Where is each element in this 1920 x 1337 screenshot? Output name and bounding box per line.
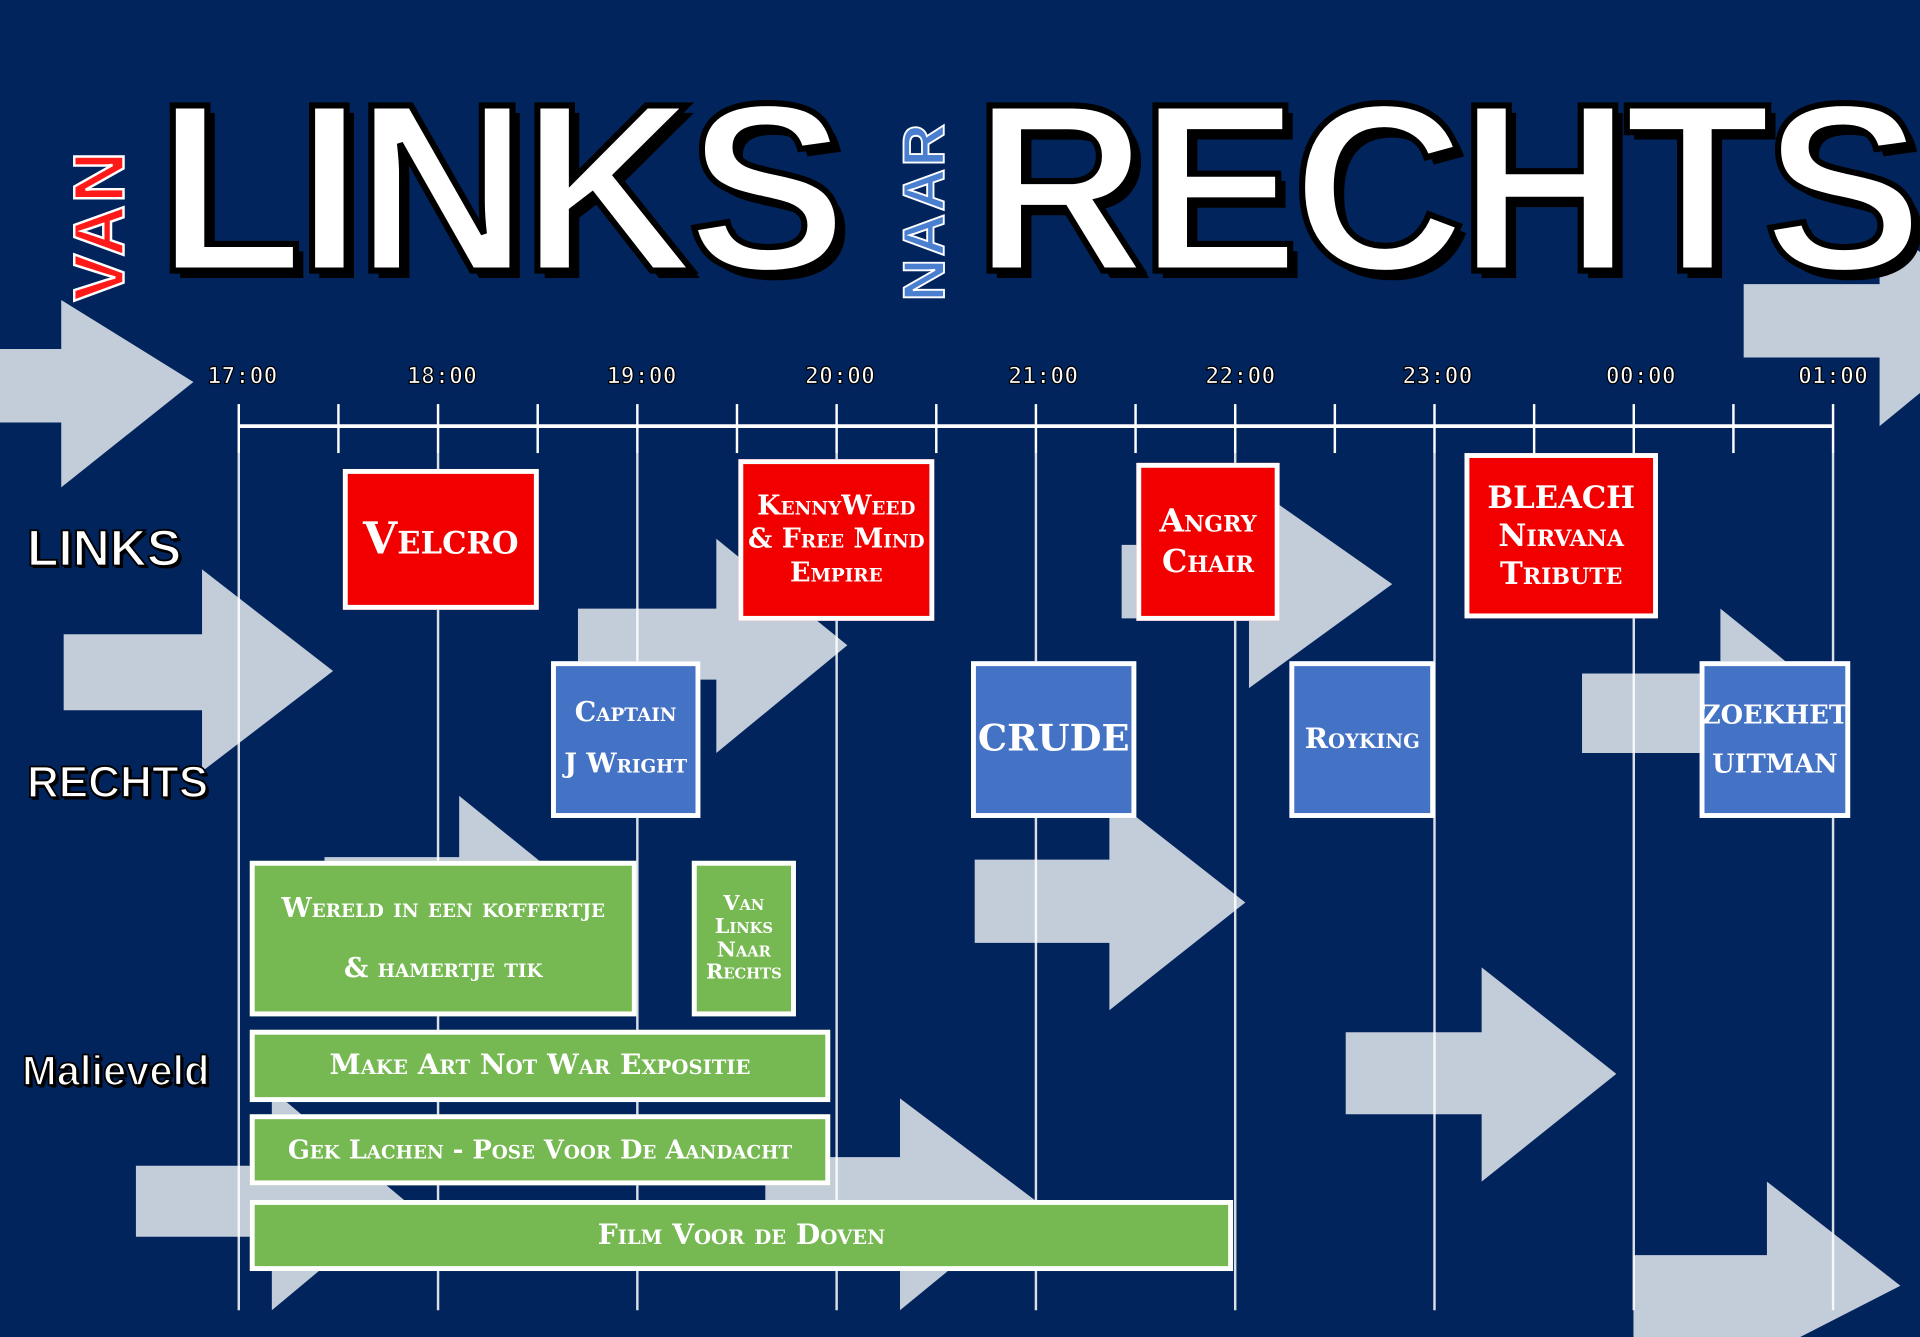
title-links: LINKS [154, 53, 851, 323]
hour-label: 00:00 [1605, 362, 1676, 390]
hour-label: 17:00 [207, 362, 278, 390]
event-line: Links [714, 914, 774, 939]
arrow-shape [0, 300, 194, 488]
hour-label: 23:00 [1402, 362, 1473, 390]
event-line: CRUDE [977, 717, 1130, 761]
hour-label: 01:00 [1797, 362, 1869, 390]
event-line: & hamertje tik [343, 952, 543, 984]
hour-label: 22:00 [1205, 362, 1276, 390]
event-line: Captain [574, 696, 677, 729]
event-royking: Royking [1289, 661, 1436, 818]
title-van: VAN [59, 148, 141, 302]
event-line: Angry [1159, 503, 1257, 541]
event-line: Film Voor de Doven [597, 1217, 886, 1251]
event-line: Gek Lachen - Pose Voor De Aandacht [287, 1133, 793, 1165]
event-wereld-in-een-koffertje: Wereld in een koffertje & hamertje tik [249, 860, 637, 1017]
event-captain-j-wright: Captain J Wright [551, 661, 701, 818]
event-film-voor-de-doven: Film Voor de Doven [249, 1200, 1234, 1272]
event-make-art-not-war: Make Art Not War Expositie [249, 1029, 831, 1103]
event-crude: CRUDE [971, 661, 1137, 818]
event-velcro: Velcro [342, 468, 539, 610]
arrow-shape [63, 569, 334, 772]
event-line: Nirvana [1498, 517, 1624, 554]
event-line: Velcro [363, 513, 519, 565]
title-naar: NAAR [892, 121, 959, 302]
event-line: & Free Mind [748, 523, 925, 556]
event-line: KennyWeed [757, 489, 916, 522]
event-line: UITMAN [1712, 748, 1838, 779]
event-line: Naar [716, 937, 771, 962]
event-line: J Wright [564, 748, 688, 781]
title-rechts: RECHTS [970, 53, 1920, 323]
stage-label-malieveld: Malieveld [21, 1047, 210, 1095]
hour-label: 19:00 [606, 362, 677, 390]
event-gek-lachen: Gek Lachen - Pose Voor De Aandacht [249, 1114, 831, 1186]
event-line: Chair [1162, 543, 1254, 580]
hour-label: 21:00 [1008, 362, 1079, 390]
stage-label-rechts: RECHTS [26, 756, 209, 808]
stage-label-links: LINKS [26, 518, 182, 577]
event-line: Van [723, 891, 765, 917]
arrow-shape [1633, 1181, 1901, 1337]
event-zoekhet-uitman: ZOEKHET UITMAN [1699, 661, 1851, 818]
arrow-shape [1743, 220, 1920, 427]
event-line: Wereld in een koffertje [281, 892, 606, 925]
arrow-shape [974, 795, 1246, 1011]
hour-label: 18:00 [406, 362, 478, 390]
event-line: Tribute [1499, 556, 1623, 592]
event-line: Royking [1304, 721, 1420, 756]
event-line: Rechts [706, 960, 782, 985]
event-line: BLEACH [1487, 479, 1636, 516]
event-line: Make Art Not War Expositie [329, 1048, 751, 1082]
event-line: Empire [790, 556, 883, 589]
event-line: ZOEKHET [1701, 699, 1848, 730]
arrow-shape [1345, 967, 1617, 1182]
hour-label: 20:00 [804, 362, 876, 390]
